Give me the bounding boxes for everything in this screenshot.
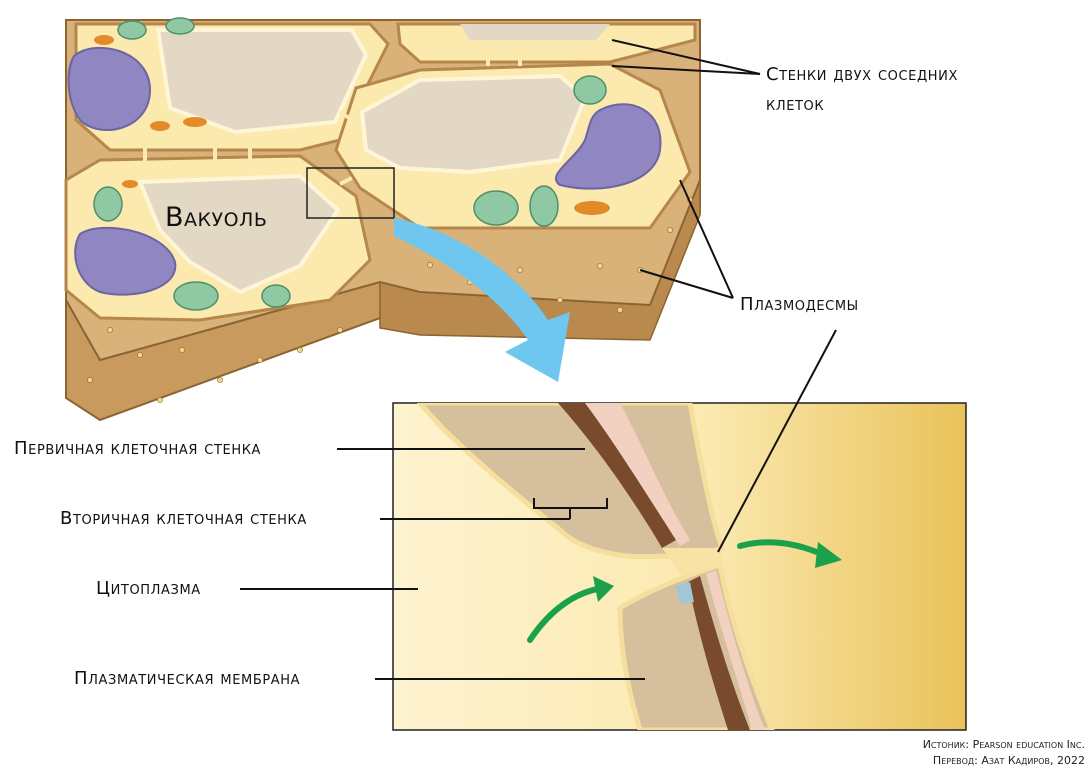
cell-top-left (67, 17, 390, 152)
nucleus (67, 46, 152, 131)
mitochondrion (150, 121, 170, 131)
green-arrow-left (527, 585, 606, 643)
label-walls-line2: клеток (766, 94, 825, 115)
nucleus (74, 226, 177, 296)
zoom-selection-box (306, 167, 395, 219)
cell-bottom-left (64, 154, 372, 322)
mitochondrion (183, 117, 207, 127)
nucleus (554, 103, 662, 190)
chloroplast (573, 75, 607, 105)
front-face-dots (87, 197, 693, 403)
chloroplast (473, 190, 519, 226)
credit-source: Истоник: Pearson education Inc. (922, 738, 1085, 751)
tissue-block (64, 17, 701, 422)
label-cytoplasm: Цитоплазма (96, 578, 201, 599)
plasmodesmata-ticks (143, 40, 522, 186)
credit-translation: Перевод: Азат Кадиров, 2022 (932, 754, 1085, 767)
chloroplast (261, 284, 291, 308)
zoom-inset (392, 402, 967, 731)
chloroplast (529, 185, 559, 227)
mitochondrion (94, 35, 114, 45)
label-walls-line1: Стенки двух соседних (766, 64, 958, 85)
chloroplast (165, 17, 195, 35)
label-secondary-wall: Вторичная клеточная стенка (60, 508, 307, 529)
mitochondrion (574, 201, 610, 215)
leader-lines (240, 39, 837, 680)
cell-middle-right (334, 62, 692, 230)
cell-top-right (396, 22, 697, 64)
label-primary-wall: Первичная клеточная стенка (14, 438, 262, 459)
chloroplast (173, 281, 219, 311)
vacuole (155, 28, 369, 135)
zoom-arrow (394, 218, 570, 382)
vacuole (359, 73, 588, 175)
chloroplast (93, 186, 123, 222)
mitochondrion (122, 180, 138, 188)
label-vacuole: Вакуоль (165, 202, 268, 233)
label-plasma-membrane: Плазматическая мембрана (74, 668, 301, 689)
chloroplast (117, 20, 147, 40)
label-plasmodesmata: Плазмодесмы (740, 294, 859, 315)
